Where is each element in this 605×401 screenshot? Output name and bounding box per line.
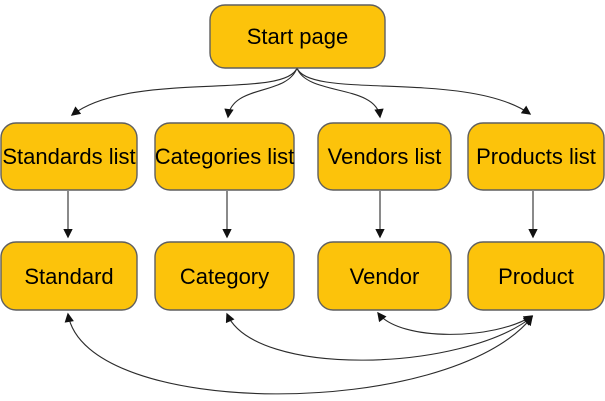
- edge-product-standard-two-way: [64, 312, 533, 395]
- node-products-list: Products list: [467, 122, 605, 191]
- node-product-label: Product: [498, 264, 574, 289]
- node-start-page: Start page: [209, 4, 386, 69]
- node-vendor: Vendor: [317, 241, 452, 311]
- node-categories-list: Categories list: [154, 122, 295, 191]
- node-categories-list-box: [154, 122, 295, 191]
- node-products-list-label: Products list: [476, 144, 596, 169]
- node-product: Product: [467, 241, 605, 311]
- node-vendors-list-label: Vendors list: [328, 144, 442, 169]
- node-standards-list-box: [0, 122, 138, 191]
- edge-start-page-to-products-list: [296, 67, 532, 115]
- edge-start-page-to-vendors-list: [296, 67, 384, 119]
- node-vendors-list-box: [317, 122, 452, 191]
- edge-start-page-to-categories-list: [224, 67, 298, 119]
- edge-product-category-two-way: [225, 312, 534, 361]
- edge-start-page-to-standards-list: [70, 67, 298, 116]
- node-category-label: Category: [180, 264, 269, 289]
- node-vendor-box: [317, 241, 452, 311]
- node-category-box: [154, 241, 295, 311]
- node-standard-label: Standard: [24, 264, 113, 289]
- node-standards-list: Standards list: [0, 122, 138, 191]
- node-start-page-label: Start page: [247, 24, 349, 49]
- node-standard-box: [0, 241, 138, 311]
- node-vendor-label: Vendor: [350, 264, 420, 289]
- node-standard: Standard: [0, 241, 138, 311]
- node-start-page-box: [209, 4, 386, 69]
- node-vendors-list: Vendors list: [317, 122, 452, 191]
- node-standards-list-label: Standards list: [2, 144, 135, 169]
- edge-product-vendor-two-way: [377, 311, 534, 335]
- node-category: Category: [154, 241, 295, 311]
- node-product-box: [467, 241, 605, 311]
- edges: [63, 67, 538, 395]
- node-categories-list-label: Categories list: [155, 144, 294, 169]
- node-products-list-box: [467, 122, 605, 191]
